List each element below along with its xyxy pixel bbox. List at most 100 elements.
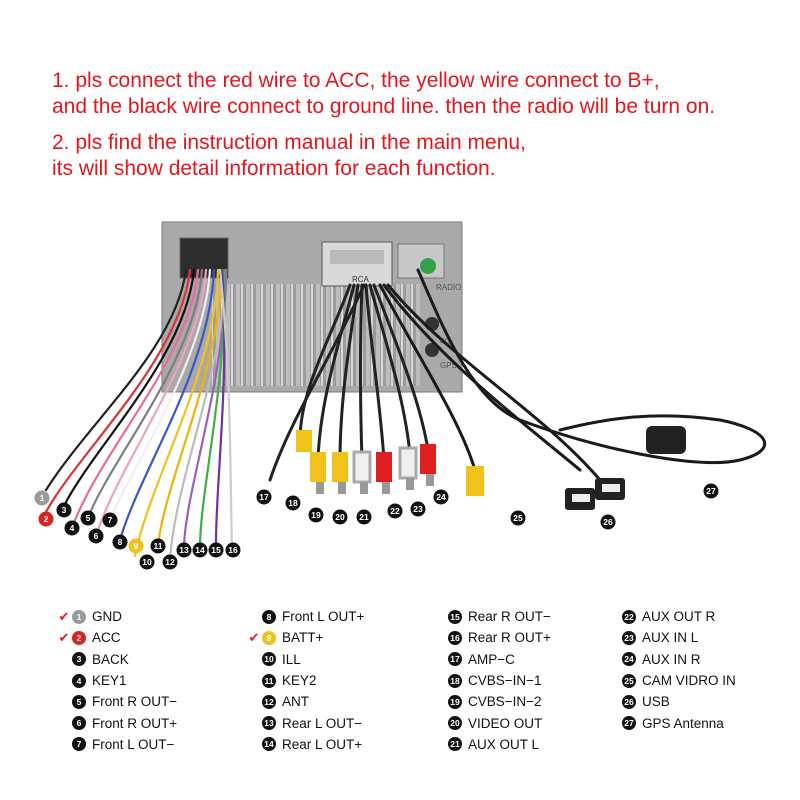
legend-number-badge: 4	[72, 673, 86, 688]
instruction-note-2: 2. pls find the instruction manual in th…	[52, 130, 526, 182]
callout-25: 25	[510, 510, 526, 526]
legend-number-badge: 5	[72, 694, 86, 709]
legend-number-badge: 17	[448, 652, 462, 667]
legend-label: AMP−C	[468, 651, 515, 667]
svg-text:23: 23	[413, 504, 423, 514]
legend-number-badge: 10	[262, 652, 276, 667]
svg-text:20: 20	[335, 512, 345, 522]
legend-label: USB	[642, 694, 670, 710]
callout-19: 19	[308, 507, 324, 523]
svg-text:25: 25	[513, 513, 523, 523]
legend-label: CVBS−IN−2	[468, 694, 542, 710]
legend-number-badge: 26	[622, 694, 636, 709]
legend-item-27: 27 GPS Antenna	[606, 712, 736, 733]
legend-number-badge: 9	[262, 630, 276, 645]
callout-9: 9	[128, 538, 144, 554]
callout-27: 27	[703, 483, 719, 499]
fourg-port	[425, 317, 439, 331]
callout-15: 15	[208, 542, 224, 558]
legend-number-badge: 24	[622, 652, 636, 667]
svg-text:15: 15	[211, 545, 221, 555]
check-mark-icon: ✔	[58, 608, 70, 624]
legend-label: Rear R OUT+	[468, 630, 551, 646]
check-mark-icon: ✔	[248, 629, 260, 645]
callout-24: 24	[433, 489, 449, 505]
svg-text:24: 24	[436, 492, 446, 502]
legend-label: AUX OUT R	[642, 609, 716, 625]
legend-label: GPS Antenna	[642, 715, 724, 731]
svg-text:1: 1	[40, 493, 45, 503]
callout-21: 21	[356, 509, 372, 525]
callout-20: 20	[332, 509, 348, 525]
rca-callouts: 17 18 19 20 21 22 23 24 25 26 27	[256, 483, 719, 530]
callout-8: 8	[112, 534, 128, 550]
legend-number-badge: 27	[622, 716, 636, 731]
legend-number-badge: 8	[262, 609, 276, 624]
legend-number-badge: 13	[262, 716, 276, 731]
legend-item-4: 4 KEY1	[56, 670, 177, 691]
legend-number-badge: 15	[448, 609, 462, 624]
callout-23: 23	[410, 501, 426, 517]
radio-label: RADIO	[436, 283, 461, 292]
svg-text:13: 13	[179, 545, 189, 555]
antenna-port	[420, 258, 436, 274]
rca-pins	[330, 250, 384, 264]
svg-text:14: 14	[195, 545, 205, 555]
note-2-line-2: its will show detail information for eac…	[52, 157, 496, 180]
legend-label: BACK	[92, 651, 129, 667]
legend-number-badge: 1	[72, 609, 86, 624]
legend-label: KEY1	[92, 673, 127, 689]
svg-text:10: 10	[142, 557, 152, 567]
legend-label: AUX IN R	[642, 651, 701, 667]
svg-text:11: 11	[154, 541, 163, 551]
note-1-line-1: 1. pls connect the red wire to ACC, the …	[52, 69, 660, 92]
callout-10: 10	[139, 554, 155, 570]
legend-label: ILL	[282, 651, 301, 667]
svg-text:7: 7	[108, 515, 113, 525]
svg-text:6: 6	[94, 531, 99, 541]
callout-3: 3	[56, 502, 72, 518]
rca-label: RCA	[352, 275, 370, 284]
legend-item-15: 15 Rear R OUT−	[432, 606, 551, 627]
check-mark-icon: ✔	[58, 629, 70, 645]
legend-label: ACC	[92, 630, 121, 646]
legend-label: BATT+	[282, 630, 324, 646]
legend-label: AUX IN L	[642, 630, 699, 646]
callout-18: 18	[285, 495, 301, 511]
callout-11: 11	[150, 538, 166, 554]
legend-item-3: 3 BACK	[56, 649, 177, 670]
legend-item-24: 24 AUX IN R	[606, 649, 736, 670]
svg-text:18: 18	[288, 498, 298, 508]
rca-plugs	[268, 283, 436, 494]
legend-number-badge: 22	[622, 609, 636, 624]
legend-number-badge: 7	[72, 737, 86, 752]
callout-5: 5	[80, 510, 96, 526]
legend-number-badge: 12	[262, 694, 276, 709]
legend-label: Front L OUT+	[282, 609, 365, 625]
callout-13: 13	[176, 542, 192, 558]
legend-label: AUX OUT L	[468, 736, 540, 752]
legend-label: Rear L OUT−	[282, 715, 363, 731]
callout-2: 2	[38, 511, 54, 527]
legend-number-badge: 3	[72, 652, 86, 667]
svg-text:26: 26	[603, 517, 613, 527]
svg-text:5: 5	[86, 513, 91, 523]
legend-number-badge: 20	[448, 716, 462, 731]
gps-label: GPS	[440, 361, 457, 370]
svg-text:27: 27	[706, 486, 716, 496]
legend-number-badge: 16	[448, 630, 462, 645]
note-1-line-2: and the black wire connect to ground lin…	[52, 95, 716, 118]
legend-label: Rear R OUT−	[468, 609, 551, 625]
callout-1: 1	[34, 490, 50, 506]
